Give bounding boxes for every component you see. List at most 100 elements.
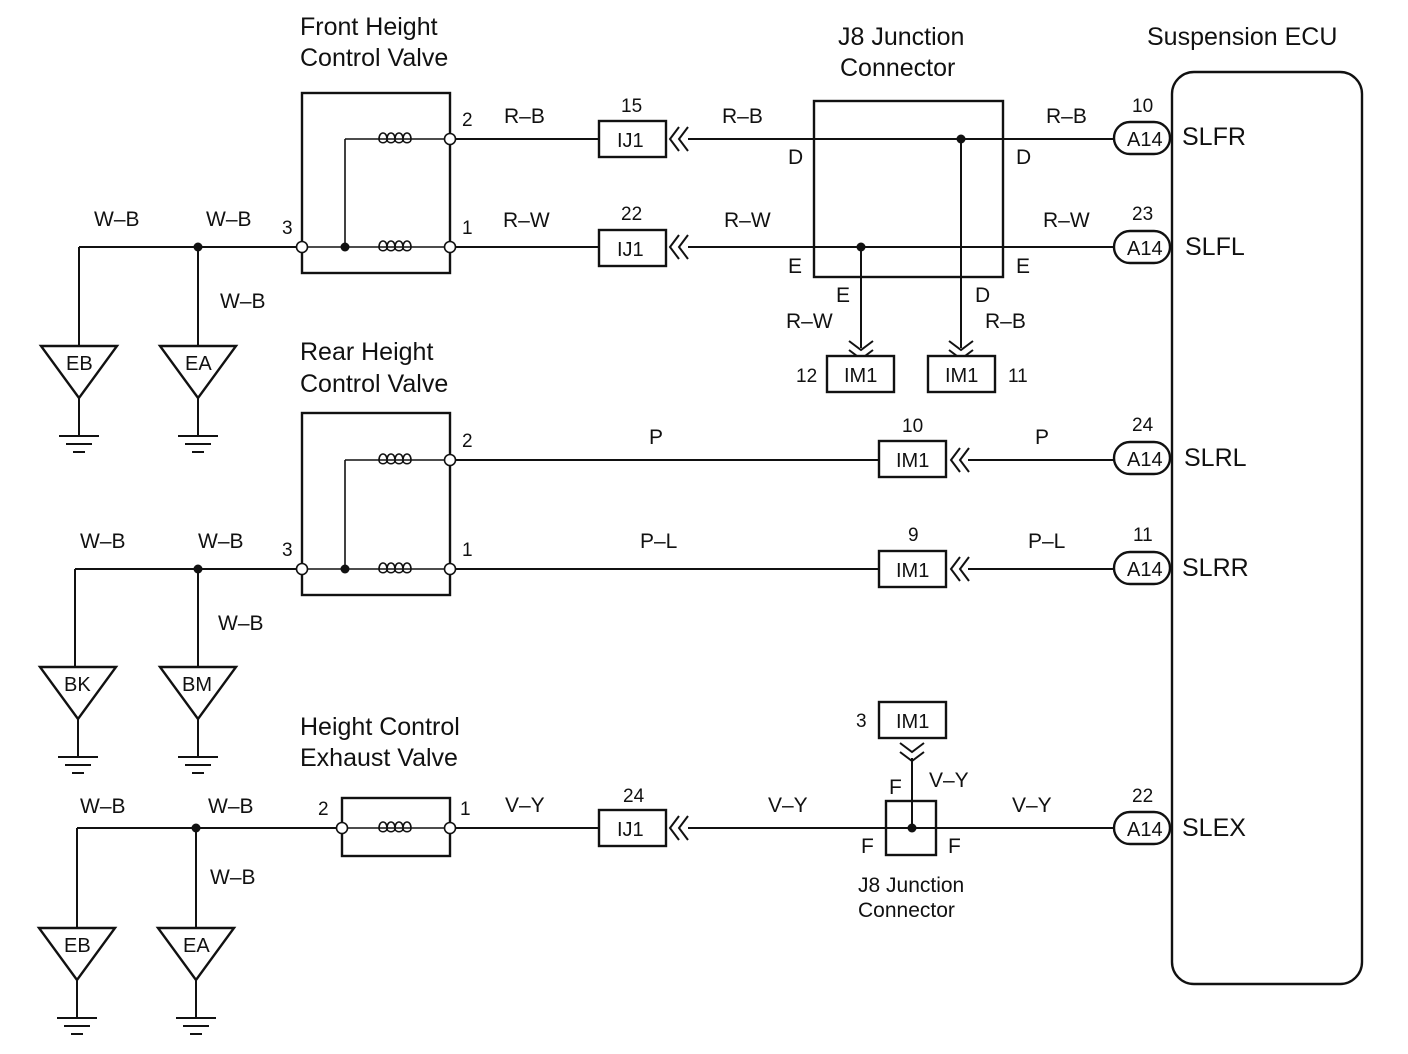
- front-valve-pin-2: 2: [462, 110, 473, 131]
- svg-text:V–Y: V–Y: [768, 794, 808, 817]
- height-control-exhaust-valve: 2 1: [318, 796, 471, 858]
- svg-text:R–B: R–B: [1046, 105, 1087, 128]
- j8-junction-connector-top: R–B R–W R–B R–W D D E E E D R–W R–B: [688, 99, 1114, 360]
- svg-text:Exhaust Valve: Exhaust Valve: [300, 744, 458, 772]
- svg-text:F: F: [889, 776, 902, 799]
- connector-ij1-15: 15 IJ1: [597, 96, 689, 159]
- connector-ij1-24: 24 IJ1: [597, 786, 689, 848]
- svg-text:SLFR: SLFR: [1182, 123, 1246, 151]
- rear-ground-network: W–B W–B W–B: [74, 530, 296, 667]
- svg-text:EA: EA: [185, 353, 212, 375]
- svg-text:P: P: [1035, 426, 1049, 449]
- svg-text:D: D: [975, 284, 990, 307]
- svg-text:IM1: IM1: [896, 711, 929, 733]
- exhaust-valve-wiring: V–Y V–Y V–Y: [456, 794, 1114, 829]
- svg-text:IJ1: IJ1: [617, 130, 644, 152]
- svg-text:BK: BK: [64, 674, 91, 696]
- exhaust-ground-network: W–B W–B W–B: [76, 795, 336, 928]
- svg-text:IJ1: IJ1: [617, 239, 644, 261]
- front-valve-pin-3: 3: [282, 218, 293, 239]
- svg-text:W–B: W–B: [80, 530, 126, 553]
- connector-im1-12: 12 IM1: [796, 354, 896, 394]
- ecu-pin-slfl: 23 A14 SLFL: [1112, 204, 1245, 265]
- svg-text:Height Control: Height Control: [300, 713, 460, 741]
- front-valve-wiring: R–B R–W: [456, 105, 598, 248]
- exhaust-valve-title: Height Control Exhaust Valve: [300, 713, 460, 772]
- svg-text:W–B: W–B: [208, 795, 254, 818]
- svg-text:IM1: IM1: [844, 365, 877, 387]
- exhaust-valve-pin-2: 2: [318, 799, 329, 820]
- svg-text:A14: A14: [1127, 129, 1163, 151]
- front-ground-network: W–B W–B W–B: [78, 208, 296, 346]
- rear-valve-title: Rear Height Control Valve: [300, 338, 448, 398]
- front-height-control-valve: 2 1 3: [282, 91, 473, 275]
- exhaust-valve-pin-1: 1: [460, 799, 471, 820]
- svg-text:Control Valve: Control Valve: [300, 44, 448, 72]
- svg-text:J8 Junction: J8 Junction: [858, 874, 964, 897]
- svg-text:Connector: Connector: [858, 899, 955, 922]
- j8-junction-connector-bottom: F V–Y F F J8 Junction Connector: [858, 742, 969, 922]
- svg-text:P–L: P–L: [1028, 530, 1065, 553]
- svg-text:EB: EB: [66, 353, 93, 375]
- svg-text:23: 23: [1132, 204, 1153, 225]
- svg-text:BM: BM: [182, 674, 212, 696]
- svg-text:Rear Height: Rear Height: [300, 338, 433, 366]
- svg-text:11: 11: [1133, 525, 1153, 546]
- rear-valve-pin-2: 2: [462, 431, 473, 452]
- svg-text:IJ1: IJ1: [617, 819, 644, 841]
- svg-text:E: E: [836, 284, 850, 307]
- svg-text:J8 Junction: J8 Junction: [838, 23, 964, 51]
- svg-text:P: P: [649, 426, 663, 449]
- svg-text:R–W: R–W: [786, 310, 833, 333]
- svg-text:Control Valve: Control Valve: [300, 370, 448, 398]
- svg-text:V–Y: V–Y: [929, 769, 969, 792]
- svg-text:10: 10: [902, 416, 923, 437]
- svg-text:EB: EB: [64, 935, 91, 957]
- svg-text:IM1: IM1: [896, 560, 929, 582]
- wire-label-wb: W–B: [206, 208, 252, 231]
- connector-ij1-22: 22 IJ1: [597, 204, 689, 268]
- ground-ea-top: EA: [158, 344, 238, 454]
- ecu-pin-slrr: 11 A14 SLRR: [1112, 525, 1249, 586]
- connector-im1-9: 9 IM1: [877, 525, 970, 589]
- rear-valve-wiring: P P–L P P–L: [456, 426, 1114, 570]
- svg-text:A14: A14: [1127, 559, 1163, 581]
- connector-im1-10: 10 IM1: [877, 416, 970, 479]
- front-valve-pin-1: 1: [462, 218, 473, 239]
- svg-text:24: 24: [623, 786, 645, 807]
- rear-valve-pin-3: 3: [282, 540, 293, 561]
- wire-label-wb: W–B: [220, 290, 266, 313]
- connector-im1-11: IM1 11: [926, 354, 1028, 394]
- ground-bm: BM: [158, 665, 238, 775]
- ecu-pin-slrl: 24 A14 SLRL: [1112, 415, 1247, 476]
- svg-text:W–B: W–B: [210, 866, 256, 889]
- svg-text:W–B: W–B: [80, 795, 126, 818]
- rear-height-control-valve: 2 1 3: [282, 411, 473, 597]
- svg-text:SLFL: SLFL: [1185, 233, 1245, 261]
- svg-text:24: 24: [1132, 415, 1154, 436]
- svg-text:D: D: [1016, 146, 1031, 169]
- svg-text:Connector: Connector: [840, 54, 955, 82]
- svg-text:R–W: R–W: [1043, 209, 1090, 232]
- svg-text:E: E: [788, 255, 802, 278]
- j8-junction-title-top: J8 Junction Connector: [838, 23, 964, 82]
- connector-im1-3: 3 IM1: [856, 700, 948, 740]
- ground-eb-top: EB: [39, 344, 119, 454]
- rear-valve-pin-1: 1: [462, 540, 473, 561]
- svg-text:10: 10: [1132, 96, 1153, 117]
- svg-text:R–W: R–W: [503, 209, 550, 232]
- ground-bk: BK: [38, 665, 118, 775]
- wire-label-wb: W–B: [94, 208, 140, 231]
- svg-text:R–B: R–B: [504, 105, 545, 128]
- front-valve-title: Front Height Control Valve: [300, 13, 448, 72]
- svg-text:D: D: [788, 146, 803, 169]
- svg-text:SLEX: SLEX: [1182, 814, 1246, 842]
- svg-text:Front Height: Front Height: [300, 13, 438, 41]
- ground-ea-bottom: EA: [156, 926, 236, 1036]
- svg-text:IM1: IM1: [896, 450, 929, 472]
- ground-eb-bottom: EB: [37, 926, 117, 1036]
- ecu-pin-slfr: 10 A14 SLFR: [1112, 96, 1246, 156]
- svg-text:12: 12: [796, 366, 817, 387]
- ecu-title: Suspension ECU: [1147, 23, 1337, 51]
